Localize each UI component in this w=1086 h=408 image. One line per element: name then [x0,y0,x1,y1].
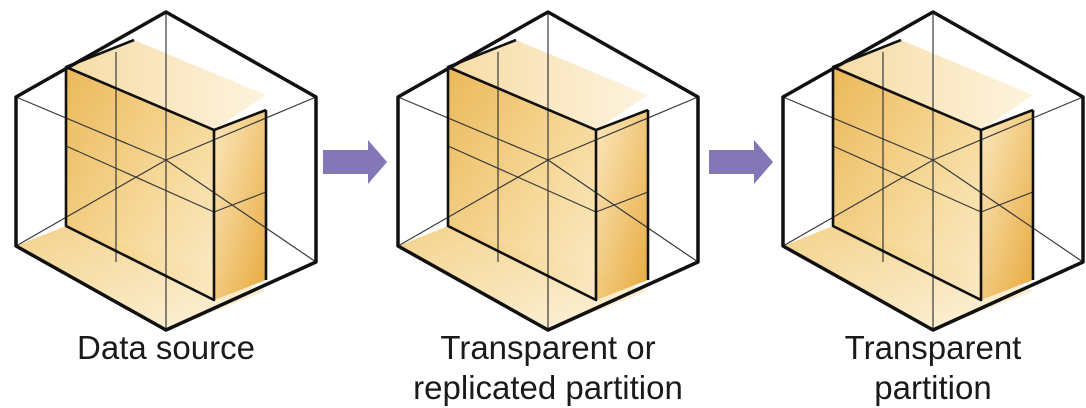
arrow-right-icon [709,140,773,184]
cube-data-source [14,10,318,332]
cube-outline [396,10,700,332]
slab-side-face [214,110,266,300]
caption-data-source: Data source [16,328,316,368]
caption-line: replicated partition [413,369,683,406]
floor-slab [398,226,648,330]
cube-transparent-or-replicated [396,10,700,332]
inner-grid-lines [15,12,317,330]
slab-side-face [981,110,1033,300]
caption-transparent-or-replicated: Transparent or replicated partition [388,328,708,408]
cube-outline [14,10,318,332]
arrow-right-icon [323,140,387,184]
caption-transparent: Transparent partition [783,328,1083,408]
cube-outline [781,10,1085,332]
floor-slab [783,226,1033,330]
slab-front-face [448,67,596,300]
slab-edges [831,38,1035,302]
floor-slab [16,226,266,330]
caption-line: partition [874,369,992,406]
cube-transparent [781,10,1085,332]
slab-front-face [66,67,214,300]
slab-front-face [833,67,981,300]
caption-line: Transparent [844,329,1022,366]
caption-line: Transparent or [440,329,656,366]
caption-line: Data source [77,329,255,366]
slab-side-face [596,110,648,300]
